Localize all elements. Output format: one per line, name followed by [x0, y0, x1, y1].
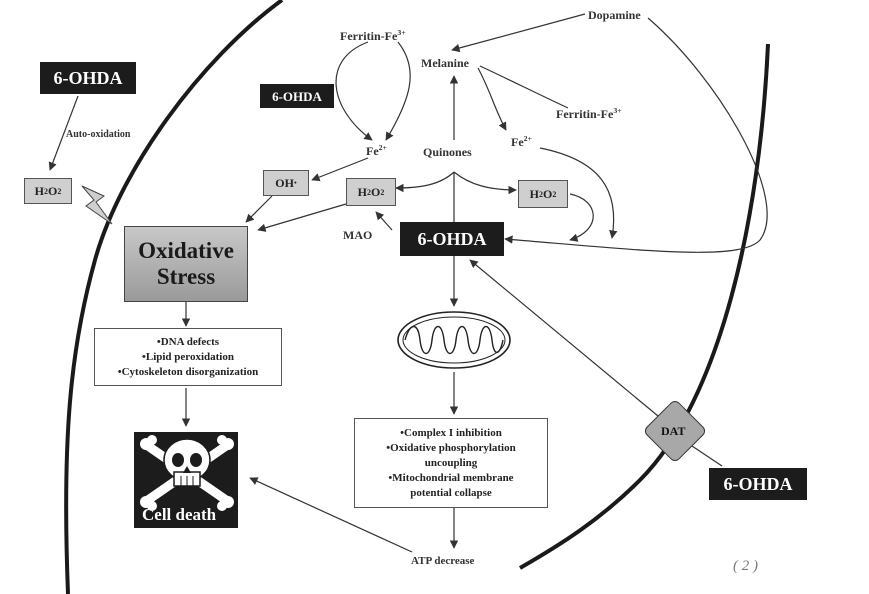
cell-death-label: Cell death: [142, 505, 217, 524]
membrane-left: [64, 0, 284, 594]
ferritin-fe3-left-label: Ferritin-Fe3+: [340, 28, 406, 43]
ohda-right-box: 6-OHDA: [709, 468, 807, 500]
damage-list-box: •DNA defects •Lipid peroxidation •Cytosk…: [94, 328, 282, 386]
quinones-label: Quinones: [423, 145, 472, 159]
ohda-small-box: 6-OHDA: [260, 84, 334, 108]
ferritin-fe3-right-label: Ferritin-Fe3+: [556, 106, 622, 121]
fe2-right-label: Fe2+: [511, 134, 532, 149]
dopamine-label: Dopamine: [588, 8, 641, 22]
dat-label: DAT: [661, 424, 686, 438]
atp-decrease-label: ATP decrease: [411, 555, 475, 567]
mitochondrial-effects-box: •Complex I inhibition •Oxidative phospho…: [354, 418, 548, 508]
mao-label: MAO: [343, 228, 373, 242]
ohda-center-box: 6-OHDA: [400, 222, 504, 256]
lightning-icon: [81, 185, 113, 225]
auto-oxidation-label: Auto-oxidation: [66, 129, 131, 140]
handwritten-mark: ( 2 ): [733, 558, 758, 574]
fe2-left-label: Fe2+: [366, 143, 387, 158]
ohda-top-left-box: 6-OHDA: [40, 62, 136, 94]
mitochondrion-icon: [397, 311, 511, 369]
oh-radical-box: OH•: [263, 170, 309, 196]
melanine-label: Melanine: [421, 56, 469, 70]
oxidative-stress-box: Oxidative Stress: [124, 226, 248, 302]
skull-icon: [134, 432, 238, 528]
